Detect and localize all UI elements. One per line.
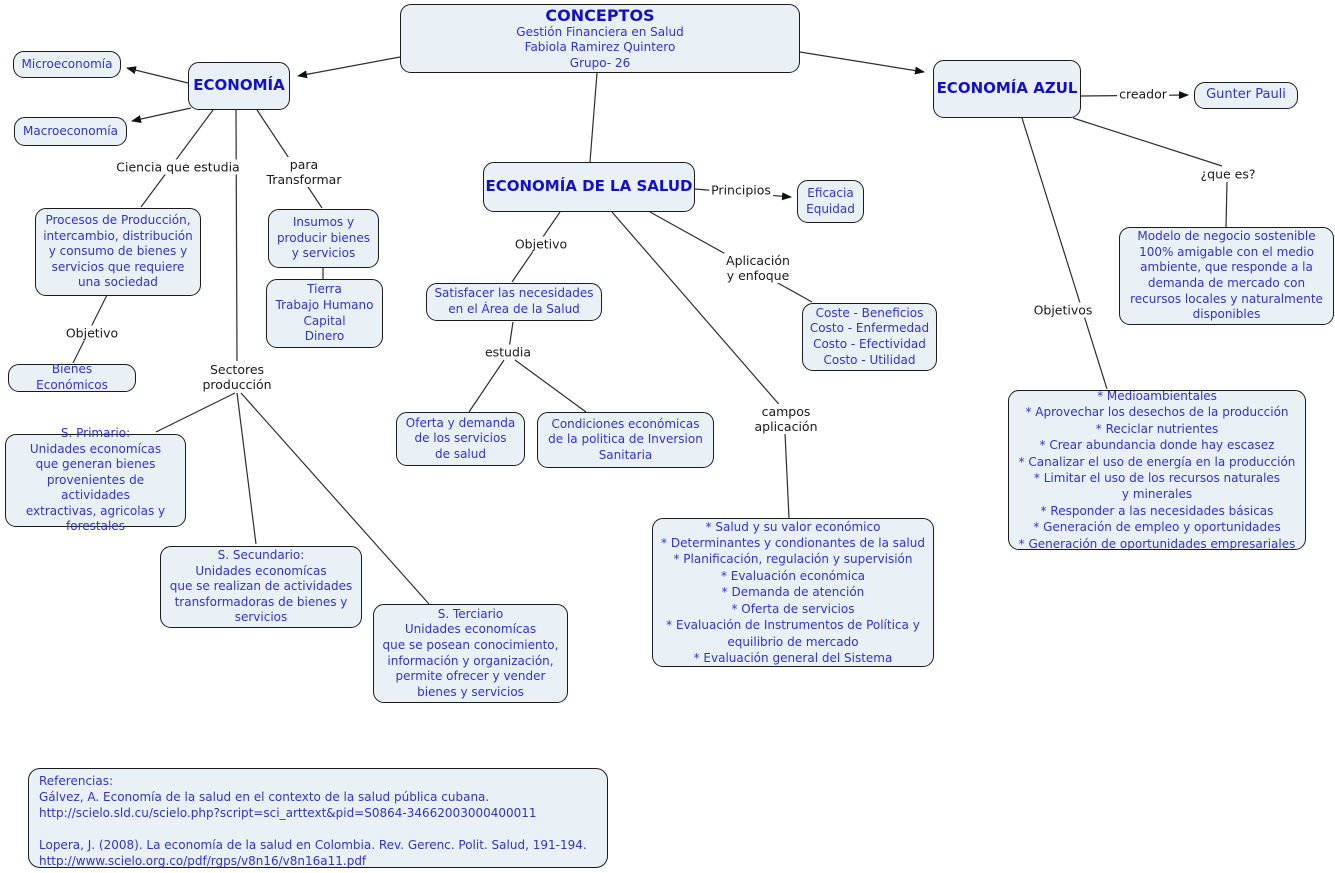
edge-label-campos-aplicacion[interactable]: campos aplicación — [752, 404, 820, 434]
node-referencias[interactable]: Referencias: Gálvez, A. Economía de la s… — [28, 768, 608, 868]
node-insumos[interactable]: Insumos y producir bienes y servicios — [268, 209, 379, 268]
edge-label-creador[interactable]: creador — [1117, 86, 1169, 102]
node-satisfacer-necesidades[interactable]: Satisfacer las necesidades en el Área de… — [426, 283, 602, 321]
node-microeconomia[interactable]: Microeconomía — [13, 51, 121, 78]
node-sector-secundario[interactable]: S. Secundario: Unidades economícas que s… — [160, 546, 362, 628]
node-condiciones-economicas[interactable]: Condiciones económicas de la politica de… — [537, 412, 714, 468]
node-gunter-pauli[interactable]: Gunter Pauli — [1194, 82, 1298, 109]
edge-label-sectores-produccion[interactable]: Sectores producción — [200, 362, 274, 392]
edge-label-principios[interactable]: Principios — [709, 182, 773, 198]
edge-label-estudia[interactable]: estudia — [482, 344, 534, 360]
node-objetivos-lista[interactable]: * Medioambientales * Aprovechar los dese… — [1008, 389, 1306, 551]
node-economia[interactable]: ECONOMÍA — [188, 62, 290, 110]
node-sector-primario[interactable]: S. Primario: Unidades economícas que gen… — [5, 426, 186, 533]
edge-label-para-transformar[interactable]: para Transformar — [264, 157, 344, 187]
node-eficacia-equidad[interactable]: Eficacia Equidad — [797, 180, 864, 223]
node-economia-de-la-salud[interactable]: ECONOMÍA DE LA SALUD — [483, 162, 695, 212]
node-coste-beneficios[interactable]: Coste - Beneficios Costo - Enfermedad Co… — [802, 303, 937, 371]
edge-label-objetivos[interactable]: Objetivos — [1031, 302, 1095, 318]
node-oferta-demanda[interactable]: Oferta y demanda de los servicios de sal… — [396, 412, 525, 466]
node-sector-terciario[interactable]: S. Terciario Unidades economícas que se … — [373, 604, 568, 703]
edge-label-aplicacion-enfoque[interactable]: Aplicación y enfoque — [724, 253, 792, 283]
edge-label-objetivo-centro[interactable]: Objetivo — [512, 236, 570, 252]
node-modelo-negocio[interactable]: Modelo de negocio sostenible 100% amigab… — [1119, 227, 1334, 325]
edge-label-ciencia-que-estudia[interactable]: Ciencia que estudia — [114, 159, 242, 175]
node-conceptos[interactable]: CONCEPTOS Gestión Financiera en Salud Fa… — [400, 4, 800, 73]
node-campos-aplicacion-lista[interactable]: * Salud y su valor económico * Determina… — [652, 518, 934, 667]
edge-label-objetivo-izquierda[interactable]: Objetivo — [63, 325, 121, 341]
node-macroeconomia[interactable]: Macroeconomía — [14, 117, 127, 146]
node-conceptos-title: CONCEPTOS — [545, 5, 655, 25]
edge-label-que-es[interactable]: ¿que es? — [1198, 166, 1258, 182]
node-bienes-economicos[interactable]: Bienes Económicos — [8, 362, 136, 392]
node-conceptos-text: Gestión Financiera en Salud Fabiola Rami… — [516, 24, 684, 70]
node-procesos-produccion[interactable]: Procesos de Producción, intercambio, dis… — [35, 208, 201, 296]
node-tierra-trabajo-capital[interactable]: Tierra Trabajo Humano Capital Dinero — [266, 279, 383, 348]
node-economia-azul[interactable]: ECONOMÍA AZUL — [933, 60, 1081, 118]
